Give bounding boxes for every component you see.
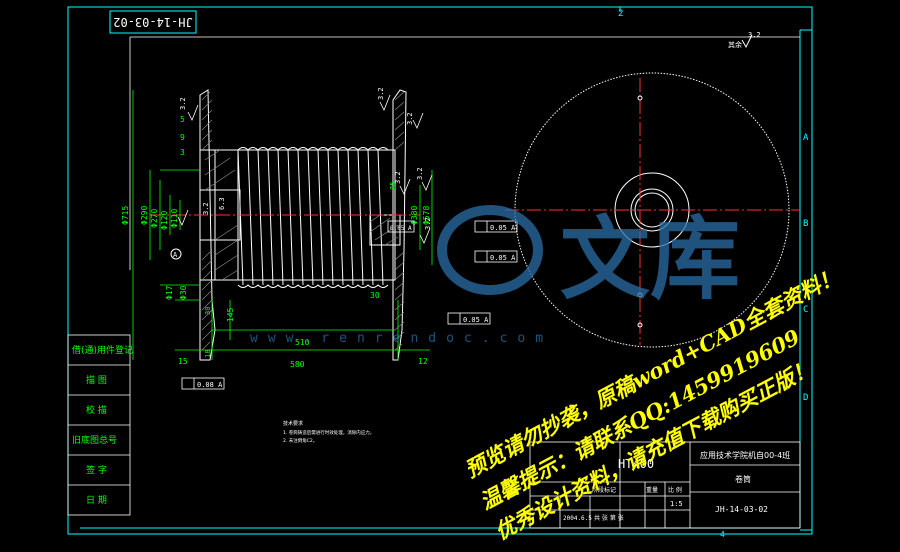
roughness-general-value: 3.2 — [748, 31, 761, 39]
inner-frame — [129, 36, 800, 270]
dim-580: 580 — [290, 360, 305, 369]
dim-18: 18 — [204, 350, 212, 358]
tolerance-4: 0.05 A — [390, 225, 412, 232]
drawing-code-text: JH-14-03-02 — [113, 15, 192, 29]
watermark: 文库 www.renrendoc.com — [250, 205, 740, 346]
tech-requirements: 技术要求 1. 卷筒铸造后需进行时效处理，消除内应力。 2. 未注倒角C2。 — [283, 420, 374, 444]
title-block-part-name: 卷筒 — [735, 474, 751, 484]
tolerance-2: 0.05 A — [490, 254, 516, 262]
dim-510: 510 — [295, 338, 310, 347]
tech-req-line1: 1. 卷筒铸造后需进行时效处理，消除内应力。 — [283, 429, 374, 436]
dim-d30: Φ30 — [179, 285, 188, 300]
left-table-cell-5: 签 字 — [86, 464, 107, 476]
roughness-marks — [177, 94, 433, 244]
left-side-table — [67, 334, 131, 516]
title-block-scale-label: 比 例 — [668, 486, 682, 494]
dim-9: 9 — [180, 133, 185, 142]
drawing-code-box: JH-14-03-02 — [109, 10, 197, 34]
tech-req-line2: 2. 未注倒角C2。 — [283, 437, 317, 444]
title-block-date: 2004.6.5 — [563, 515, 592, 522]
title-block-sheet: 共 张 第 张 — [594, 514, 624, 522]
roughness-6: 6.3 — [218, 197, 226, 210]
dim-d17: Φ17 — [165, 285, 174, 300]
datum-marker: A — [170, 248, 182, 260]
tech-req-title: 技术要求 — [283, 420, 303, 427]
watermark-logo-icon — [437, 205, 543, 295]
zone-label-A: A — [803, 133, 809, 143]
zone-label-2: 2 — [618, 9, 623, 19]
left-table-cell-2: 描 图 — [86, 374, 107, 386]
surface-finish-label: 其余 — [728, 40, 742, 49]
tolerance-5: 0.08 A — [197, 381, 223, 389]
dim-5: 5 — [180, 115, 185, 124]
dim-30: 30 — [370, 291, 380, 300]
dim-3: 3 — [180, 148, 185, 157]
promo-line-2: 温馨提示：请联系QQ:1459919609 — [476, 324, 805, 515]
left-table-cell-3: 校 描 — [86, 404, 107, 416]
zone-label-B: B — [803, 219, 808, 229]
roughness-5: 3.2 — [394, 171, 402, 184]
section-hatching — [201, 91, 405, 351]
surface-finish-note: 其余 3.2 — [728, 31, 761, 49]
dim-d290: Φ290 — [140, 206, 149, 225]
roughness-2: 3.2 — [377, 87, 385, 100]
dim-30b: 30 — [204, 307, 212, 315]
zone-label-4: 4 — [720, 530, 725, 539]
left-table-cell-4: 旧底图总号 — [72, 434, 117, 446]
dim-d380: Φ380 — [410, 206, 419, 225]
left-table-cell-1: 借(通)用件登记 — [72, 344, 133, 356]
watermark-url: www.renrendoc.com — [250, 331, 553, 346]
roughness-1: 3.2 — [179, 97, 187, 110]
title-block-drawing-no: JH-14-03-02 — [715, 505, 768, 514]
title-block — [529, 441, 801, 529]
dim-d270: Φ270 — [150, 209, 159, 228]
roughness-4: 3.2 — [416, 167, 424, 180]
side-view — [505, 72, 800, 348]
title-block-institution: 应用技术学院机自00-4班 — [700, 450, 790, 460]
roughness-7: 3.2 — [202, 202, 210, 215]
title-block-stage-label: 阶段标记 — [592, 486, 616, 494]
dim-15: 15 — [178, 357, 188, 366]
dim-d120: Φ120 — [160, 211, 169, 230]
dim-d715: Φ715 — [121, 206, 130, 225]
dim-d110: Φ110 — [170, 209, 179, 228]
tolerance-3: 0.05 A — [463, 316, 489, 324]
tolerance-frames — [181, 220, 518, 390]
title-block-scale-value: 1:5 — [670, 500, 683, 508]
title-block-weight-label: 重量 — [646, 486, 658, 494]
datum-label: A — [173, 251, 178, 259]
watermark-brand: 文库 — [560, 207, 740, 312]
roughness-3: 3.2 — [406, 112, 414, 125]
dim-d578: Φ578 — [422, 206, 431, 225]
zone-label-D: D — [803, 393, 808, 403]
roughness-symbol-general — [741, 34, 753, 49]
dimension-lines — [132, 90, 433, 360]
dim-12: 12 — [418, 357, 428, 366]
dim-25: 25 — [389, 182, 397, 190]
roughness-8: 3.2 — [424, 217, 432, 230]
zone-label-C: C — [803, 305, 808, 315]
dim-145: 145 — [226, 307, 235, 322]
tolerance-1: 0.05 A — [490, 224, 516, 232]
left-table-cell-6: 日 期 — [86, 495, 107, 506]
title-block-material: HT400 — [618, 457, 654, 471]
